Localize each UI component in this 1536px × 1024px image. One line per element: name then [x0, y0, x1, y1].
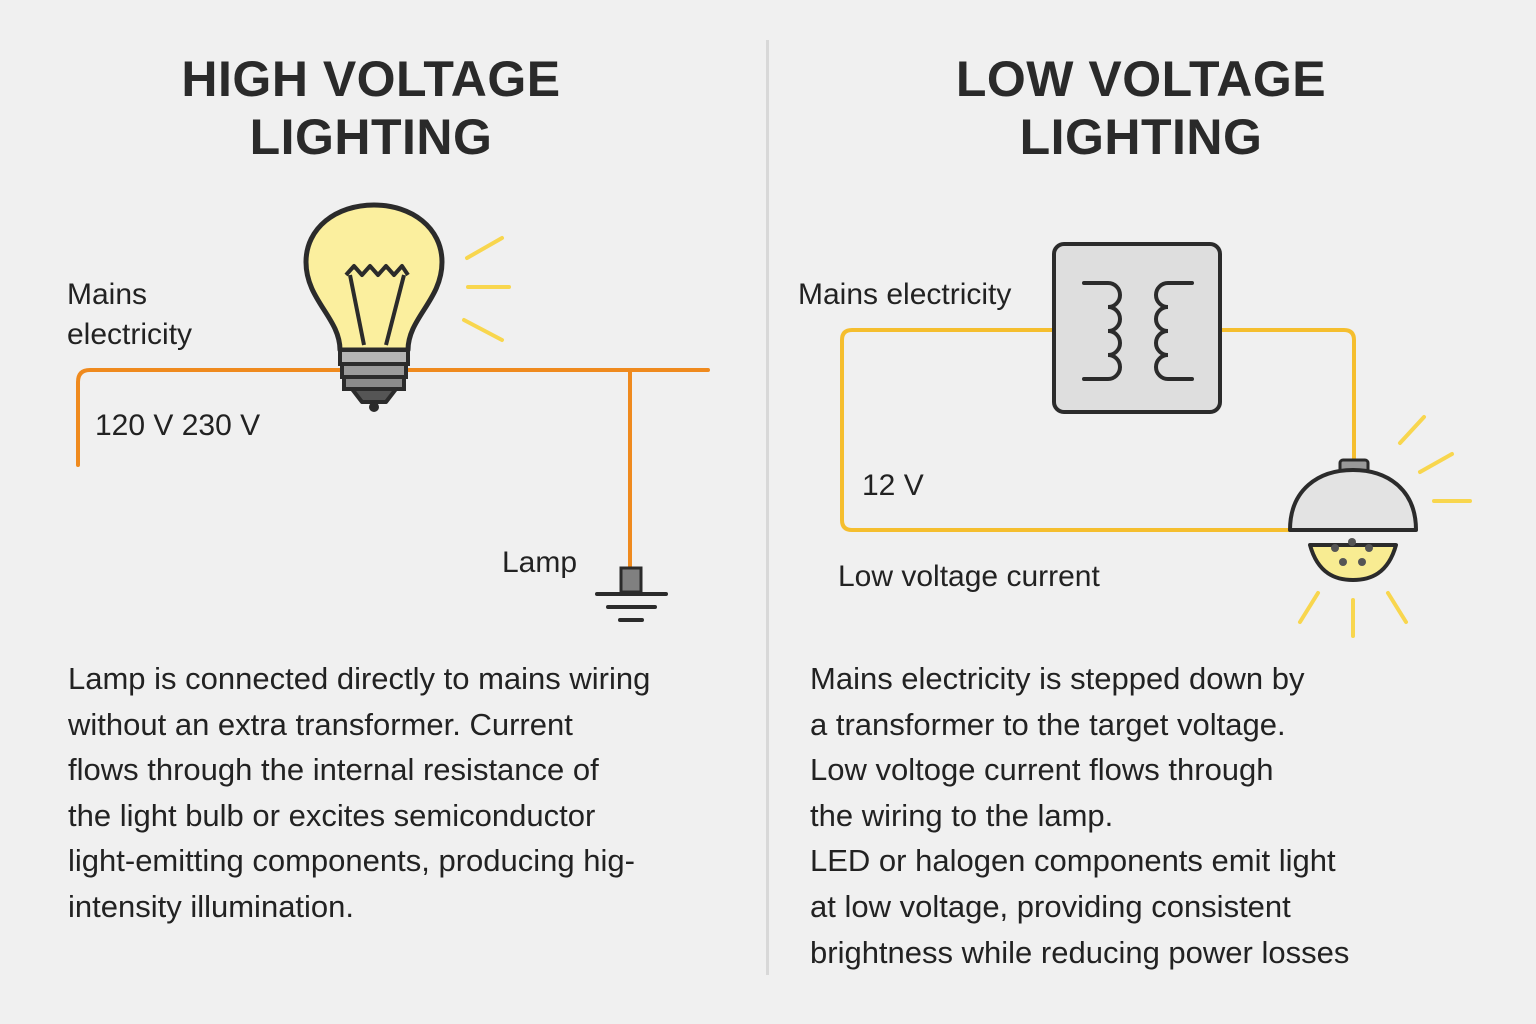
low-voltage-current-label: Low voltage current [838, 560, 1100, 593]
high-voltage-description: Lamp is connected directly to mains wiri… [68, 656, 650, 930]
mains-label-line1: Mains [67, 278, 148, 311]
lv-desc-line-5: LED or halogen components emit light [810, 843, 1336, 879]
low-voltage-title: LOW VOLTAGE LIGHTING [758, 50, 1524, 166]
spotlight-icon [1288, 458, 1418, 582]
hv-desc-line-6: intensity illumination. [68, 888, 355, 924]
high-voltage-title: HIGH VOLTAGE LIGHTING [0, 50, 754, 166]
light-bulb-icon [303, 202, 445, 412]
high-voltage-panel: HIGH VOLTAGE LIGHTING [0, 0, 766, 1024]
high-voltage-diagram [76, 202, 710, 622]
low-voltage-diagram [840, 242, 1472, 638]
spotlight-light-rays [1298, 415, 1472, 638]
lv-desc-line-3: Low voltoge current flows through [810, 752, 1274, 788]
lv-desc-line-1: Mains electricity is stepped down by [810, 661, 1305, 696]
hv-desc-line-2: without an extra transformer. Current [68, 706, 573, 742]
transformer-icon [1052, 242, 1222, 414]
mains-label-line2: electricity [67, 318, 193, 351]
low-voltage-value-label: 12 V [862, 469, 924, 502]
lv-desc-line-2: a transformer to the target voltage. [810, 706, 1286, 742]
high-voltage-title-line1: HIGH VOLTAGE [181, 51, 561, 107]
lv-desc-line-6: at low voltage, providing consistent [810, 888, 1291, 924]
low-voltage-circuit-wire [840, 328, 1295, 532]
hv-desc-line-5: light-emitting components, producing hig… [68, 843, 635, 879]
mains-electricity-label-low: Mains electricity [798, 278, 1012, 311]
low-voltage-return-wire [1220, 328, 1356, 462]
lv-desc-line-7: brightness while reducing power losses [810, 934, 1350, 970]
low-voltage-panel: LOW VOLTAGE LIGHTING [770, 0, 1536, 1024]
low-voltage-description: Mains electricity is stepped down by a t… [810, 656, 1349, 975]
high-voltage-value-label: 120 V 230 V [95, 409, 261, 442]
ground-lamp-icon [595, 566, 668, 622]
panel-divider [766, 40, 769, 975]
mains-electricity-label: Mains electricity [67, 275, 192, 355]
hv-desc-line-1: Lamp is connected directly to mains wiri… [68, 661, 651, 696]
hv-desc-line-3: flows through the internal resistance of [68, 752, 599, 788]
lv-desc-line-4: the wiring to the lamp. [810, 797, 1114, 833]
lamp-label: Lamp [502, 546, 578, 579]
low-voltage-title-line1: LOW VOLTAGE [955, 51, 1327, 107]
bulb-light-rays [462, 236, 511, 342]
hv-desc-line-4: the light bulb or excites semiconductor [68, 797, 596, 833]
low-voltage-title-line2: LIGHTING [1019, 109, 1263, 165]
high-voltage-title-line2: LIGHTING [249, 109, 493, 165]
mains-wire [76, 368, 710, 467]
